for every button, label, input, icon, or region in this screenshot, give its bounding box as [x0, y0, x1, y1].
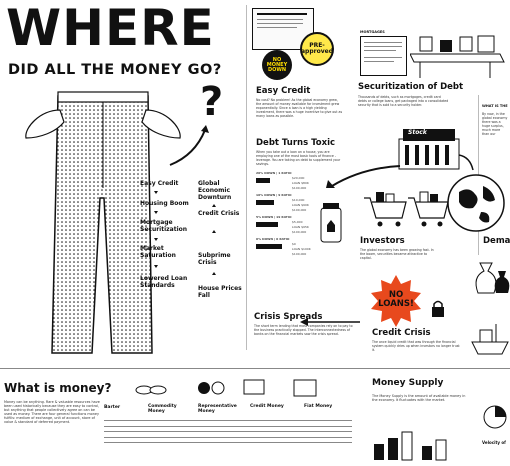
- arrow-down-icon: [154, 191, 158, 194]
- empty-pockets-icon: [25, 91, 181, 354]
- money-bags-illustration: [470, 255, 510, 299]
- demand-heading: Demar: [483, 236, 510, 246]
- curved-arrow-icon: [322, 162, 402, 194]
- crisis-spreads-text: The short term lending that most compani…: [254, 324, 353, 336]
- arrow-up-icon: [212, 204, 216, 207]
- pants-illustration: [20, 88, 185, 363]
- pie-chart-icon: [482, 404, 508, 434]
- flow-step: Lowered Loan Standards: [140, 275, 188, 289]
- money-jar-icon: [318, 200, 344, 249]
- easy-credit-text: No cost? No problem! As the global econo…: [256, 98, 343, 118]
- securitization-text: Thousands of debts, such as mortgages, c…: [358, 95, 449, 107]
- right-edge-text: By now, in the global economy there was …: [482, 112, 508, 136]
- money-types-rows: [104, 420, 352, 448]
- arrow-up-icon: [212, 230, 216, 233]
- arrow-down-icon: [154, 211, 158, 214]
- what-is-label: WHAT IS THE: [482, 104, 508, 108]
- flow-step: House Prices Fall: [198, 285, 242, 299]
- flow-chart: Easy Credit Housing Boom Mortgage Securi…: [140, 180, 245, 350]
- globe-icon: [445, 172, 507, 238]
- credit-crisis-heading: Credit Crisis: [372, 328, 431, 338]
- flow-step: Global Economic Downturn: [198, 180, 232, 201]
- flow-step: Easy Credit: [140, 180, 179, 187]
- divider: [0, 368, 510, 369]
- loan-row: 10% DOWN | 9 RATIO $10,000 LOAN $90K $10…: [256, 193, 309, 212]
- money-type-fiat: Fiat Money: [304, 404, 333, 409]
- padlock-icon: [430, 300, 446, 322]
- stock-label: Stock: [408, 129, 427, 136]
- loan-row: 5% DOWN | 19 RATIO $5,000 LOAN $95K $100…: [256, 215, 309, 234]
- flow-step: Credit Crisis: [198, 210, 240, 217]
- no-money-down-badge: NO MONEY DOWN: [262, 50, 292, 80]
- conveyor-illustration: [409, 22, 505, 86]
- flow-step: Mortgage Securitization: [140, 219, 188, 233]
- arrow-left-icon: [300, 312, 360, 331]
- what-is-money-text: Money can be anything. Rare & valuable r…: [4, 400, 100, 424]
- credit-crisis-text: The once liquid credit that was through …: [372, 340, 460, 352]
- coins-illustration: [134, 376, 334, 406]
- debt-toxic-heading: Debt Turns Toxic: [256, 138, 336, 148]
- flow-step: Market Saturation: [140, 245, 176, 259]
- investors-text: The global economy has been growing fast…: [360, 248, 434, 260]
- debt-toxic-text: When you take out a loan on a house, you…: [256, 150, 341, 166]
- divider: [246, 5, 247, 350]
- no-loans-badge: NO LOANS!: [370, 275, 422, 327]
- shopping-carts-illustration: [362, 190, 452, 239]
- pre-approved-badge: PRE-approved: [300, 32, 334, 66]
- securitization-heading: Securitization of Debt: [358, 82, 464, 92]
- velocity-label: Velocity of: [482, 440, 506, 445]
- mortgage-document: [360, 36, 407, 76]
- flow-step: Housing Boom: [140, 200, 189, 207]
- money-supply-text: The Money Supply is the amount of availa…: [372, 394, 466, 402]
- money-type-barter: Barter: [104, 405, 121, 410]
- page-title: WHERE: [6, 0, 215, 57]
- money-type-credit: Credit Money: [250, 404, 284, 409]
- money-types-band: Barter Commodity Money Representative Mo…: [104, 374, 354, 464]
- flow-step: Subprime Crisis: [198, 252, 231, 266]
- page-subtitle: DID ALL THE MONEY GO?: [8, 62, 222, 78]
- money-type-representative: Representative Money: [198, 404, 237, 414]
- curved-arrow-icon: [165, 125, 225, 174]
- money-supply-bars: [372, 428, 472, 466]
- arrow-down-icon: [154, 238, 158, 241]
- money-type-commodity: Commodity Money: [148, 404, 177, 414]
- crisis-spreads-heading: Crisis Spreads: [254, 312, 323, 322]
- question-mark: ?: [200, 79, 224, 125]
- ship-illustration: [470, 320, 510, 364]
- mortgages-label: MORTGAGES: [360, 30, 385, 34]
- loan-row: 0% DOWN | 0 RATIO $0 LOAN $100K $100,000: [256, 237, 311, 256]
- money-supply-heading: Money Supply: [372, 378, 444, 388]
- easy-credit-heading: Easy Credit: [256, 86, 311, 96]
- investors-heading: Investors: [360, 236, 405, 246]
- stock-building-illustration: [395, 125, 475, 181]
- what-is-money-heading: What is money?: [4, 381, 112, 395]
- loan-row: 20% DOWN | 1 RATIO $20,000 LOAN $80K $10…: [256, 171, 309, 190]
- arrow-down-icon: [154, 265, 158, 268]
- arrow-up-icon: [212, 272, 216, 275]
